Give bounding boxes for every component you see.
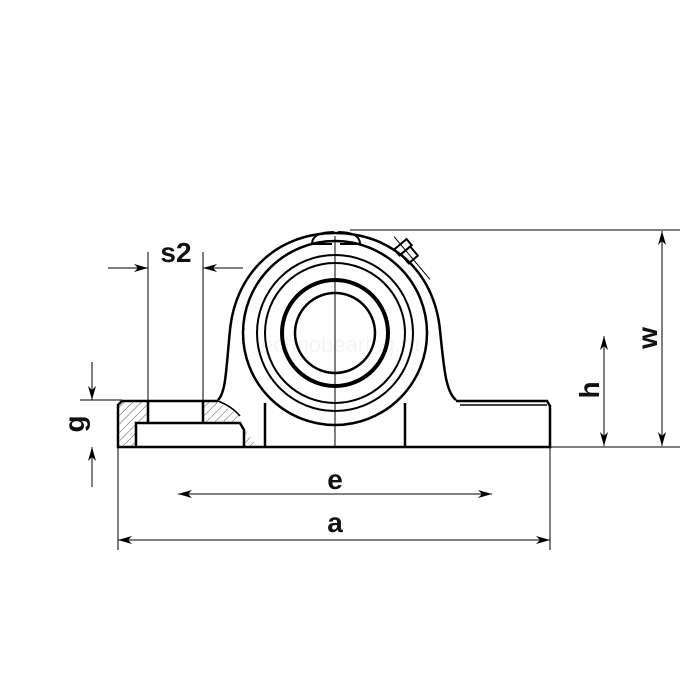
hatch-left — [118, 401, 148, 447]
hatch-right — [203, 401, 258, 447]
label-w: w — [632, 327, 663, 350]
lubrication-slot — [311, 231, 361, 245]
dimension-h: h — [550, 336, 680, 448]
label-g: g — [59, 415, 90, 432]
housing — [217, 231, 457, 446]
base — [116, 399, 552, 449]
dimension-g: g — [59, 362, 122, 487]
label-s2: s2 — [160, 237, 191, 268]
grease-nipple — [392, 236, 431, 280]
label-h: h — [574, 381, 605, 398]
dimension-s2: s2 — [108, 237, 243, 400]
label-e: e — [327, 464, 343, 495]
dimension-a: a — [117, 447, 551, 550]
dimension-w: w — [350, 229, 680, 446]
watermark: technobearing.ru — [255, 332, 420, 357]
dimension-e: e — [178, 464, 492, 498]
label-a: a — [327, 507, 343, 538]
